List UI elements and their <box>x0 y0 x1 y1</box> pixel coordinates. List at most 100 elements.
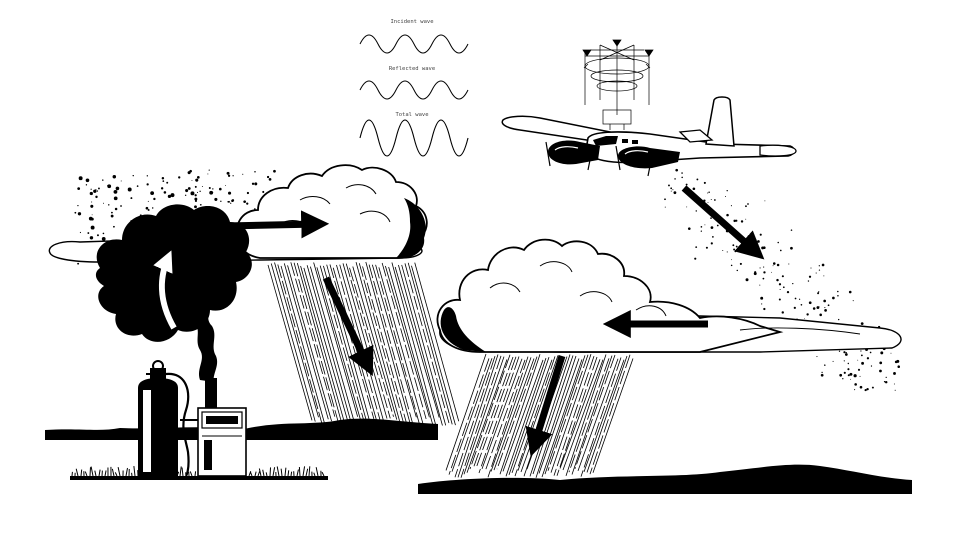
seeding-particle <box>817 292 820 295</box>
rain-streak <box>345 263 391 419</box>
gas-hose <box>165 372 190 477</box>
mountain-ridge-right <box>418 464 912 494</box>
seeding-particle <box>870 365 873 367</box>
rain-streak <box>339 264 385 422</box>
seeding-particle <box>194 205 197 209</box>
seeding-particle <box>808 275 812 278</box>
seeding-particle <box>194 185 197 188</box>
seeding-particle <box>741 247 744 251</box>
seeding-particle <box>806 313 809 316</box>
rain-streak <box>460 355 502 478</box>
seeding-particle <box>763 271 766 274</box>
rain-streak <box>371 264 417 418</box>
seeding-particle <box>745 218 747 220</box>
seeding-particle <box>199 203 202 206</box>
rain-streak <box>454 356 496 478</box>
rain-streak <box>280 265 326 426</box>
seeding-particle <box>705 246 708 249</box>
seeding-particle <box>792 282 794 285</box>
seeding-particle <box>897 365 901 368</box>
seeding-particle <box>194 197 198 201</box>
seeding-particle <box>757 240 760 243</box>
seeding-particle <box>93 189 97 193</box>
seeding-particle <box>735 245 738 248</box>
seeding-particle <box>763 246 766 250</box>
seeding-particle <box>115 186 120 191</box>
rain-streak <box>398 264 443 426</box>
seeding-particle <box>779 249 782 252</box>
seeding-particle <box>824 364 826 366</box>
rain-streak <box>407 262 453 425</box>
seeding-particle <box>778 283 782 286</box>
rain-streak <box>448 358 490 475</box>
smoke-column <box>190 298 218 382</box>
seeding-particle <box>823 299 826 303</box>
seeding-particle <box>199 190 201 193</box>
seeding-particle <box>857 368 861 371</box>
incident-wave-curve <box>359 34 469 54</box>
seeding-particle <box>763 307 766 311</box>
rain-streak <box>319 265 365 423</box>
seeding-particle <box>220 200 222 203</box>
rain-streak <box>487 356 529 478</box>
seeding-particle <box>207 173 209 175</box>
arrow-icon-plane-to-cloud <box>681 185 765 260</box>
rain-streak <box>577 358 619 472</box>
seeding-particle <box>843 371 846 374</box>
seeding-particle <box>108 204 110 206</box>
rain-streak <box>445 353 487 471</box>
seeding-particle <box>230 202 232 204</box>
seeding-particle <box>869 351 872 354</box>
seeding-particle <box>894 360 898 364</box>
seeding-particle <box>687 227 691 230</box>
seeding-particle <box>87 232 90 234</box>
seeding-particle <box>130 197 133 200</box>
seeding-particle <box>111 211 113 214</box>
rain-streak <box>378 267 424 424</box>
seeding-particle <box>753 272 757 276</box>
rain-streak <box>296 263 342 422</box>
seeding-particle <box>151 207 154 209</box>
airplane-propeller <box>615 145 621 171</box>
seeding-particle <box>745 205 747 208</box>
rain-streak <box>411 265 456 426</box>
seeding-particle <box>824 306 826 309</box>
seeding-particle <box>127 187 132 192</box>
seeding-particle <box>759 233 762 236</box>
rain-streak <box>580 357 622 477</box>
seeding-particle <box>854 383 857 386</box>
rain-streak <box>274 262 319 418</box>
rain-streak <box>463 356 505 475</box>
arrow-icon-smoke-to-cloud <box>223 210 330 239</box>
seeding-particle <box>853 374 857 378</box>
rain-streak <box>267 264 313 421</box>
rain-streak <box>514 356 556 477</box>
gas-cylinder-icon <box>138 360 178 476</box>
seeding-particle <box>761 303 763 305</box>
rain-streak <box>550 354 592 473</box>
seeding-particle <box>859 385 863 389</box>
seeding-particle <box>262 190 265 193</box>
seeding-particle <box>147 208 150 211</box>
seeding-particle <box>777 241 780 244</box>
seeding-particle <box>726 189 728 192</box>
seeding-particle <box>837 290 839 293</box>
seeding-particle <box>807 280 810 282</box>
rain-streak <box>553 355 595 476</box>
seeding-particle <box>786 290 790 294</box>
seeding-particle <box>816 306 820 309</box>
seeding-particle <box>91 214 93 216</box>
rain-streak <box>401 264 447 426</box>
seeding-particle <box>78 176 83 181</box>
rain-streak <box>414 262 460 422</box>
seeding-particle <box>879 369 882 373</box>
left-cloud-shadow <box>396 198 426 259</box>
seeding-particle <box>776 263 780 267</box>
seeding-particle <box>734 250 737 253</box>
rain-streak <box>287 265 332 422</box>
seeding-particle <box>818 291 820 293</box>
seeding-particle <box>201 186 203 187</box>
rain-streak <box>556 356 598 476</box>
seeding-particle <box>132 174 134 177</box>
rain-streak <box>574 354 616 469</box>
